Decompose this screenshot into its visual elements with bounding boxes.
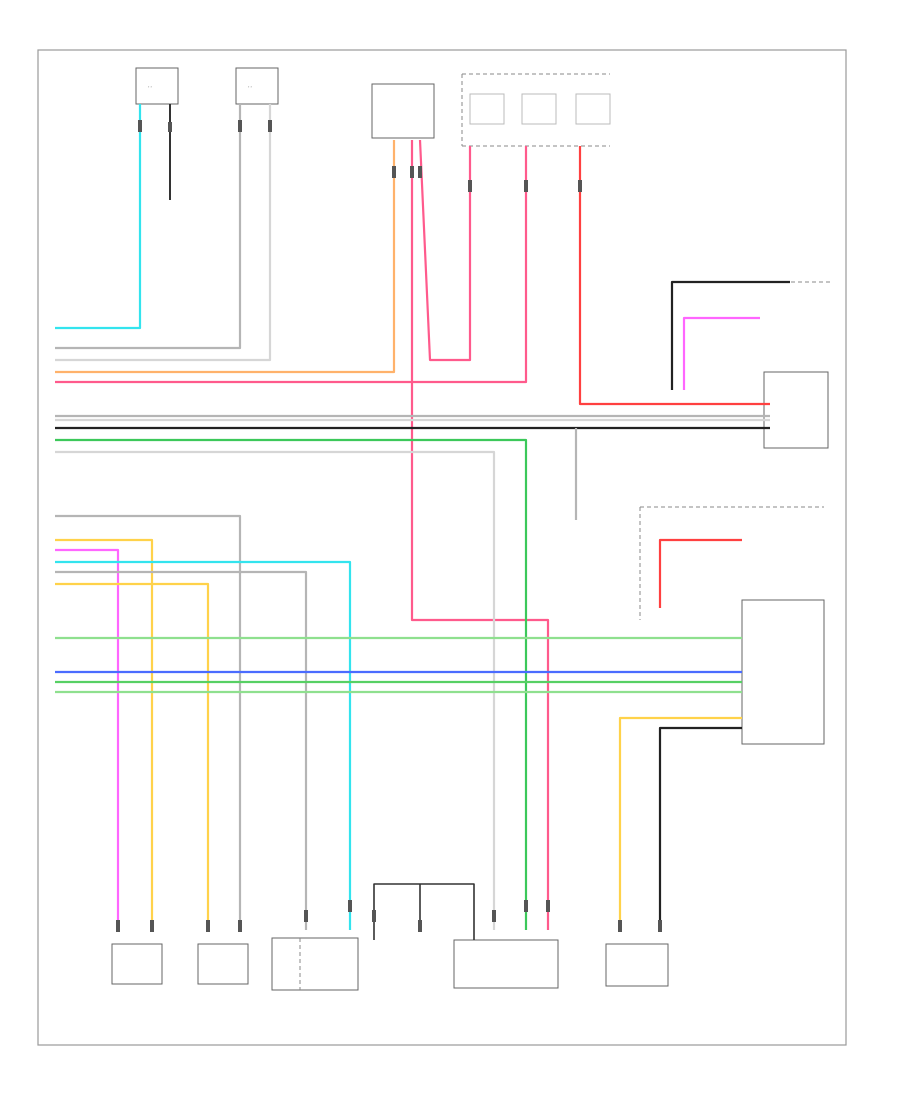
wire-red-module <box>658 538 742 608</box>
connector-pin <box>492 910 496 922</box>
wire-black-br <box>658 726 742 930</box>
connector-pin <box>524 180 528 192</box>
bottom-module-1 <box>111 943 163 985</box>
connector-pin <box>238 920 242 932</box>
connector-pin <box>206 920 210 932</box>
connector-pin <box>418 920 422 932</box>
wire-orange <box>55 140 396 374</box>
wire-gray-bl-2 <box>55 570 308 930</box>
connector-pin <box>658 920 662 932</box>
connector-pin <box>348 900 352 912</box>
fuse-block-left <box>371 83 435 139</box>
wire-yellow-bl-2 <box>55 582 210 930</box>
fuse-block-right <box>461 73 611 147</box>
right-lower-module <box>639 506 825 745</box>
bottom-module-3 <box>271 937 359 991</box>
wire-yellow-br <box>618 716 742 930</box>
connector-pin <box>238 120 242 132</box>
ground-stub-top <box>168 104 172 200</box>
connector-pin <box>546 900 550 912</box>
wire-pink-main <box>410 140 550 930</box>
wire-gray-a <box>55 104 242 350</box>
connector-pin <box>116 920 120 932</box>
connector-pin <box>304 910 308 922</box>
diagram-border <box>37 49 847 1046</box>
bottom-module-5 <box>605 943 669 987</box>
connector-pins <box>116 120 662 932</box>
connector-pin <box>372 910 376 922</box>
right-upper-module <box>671 281 830 449</box>
wire-pink-feed <box>55 146 528 384</box>
wire-violet-right <box>682 316 760 390</box>
wire-black-right <box>670 280 790 390</box>
bottom-module-4 <box>453 939 559 989</box>
connector-pin <box>578 180 582 192</box>
wire-gray-bl <box>55 514 242 930</box>
svg-text:‹ ›: ‹ › <box>248 84 252 89</box>
top-left-sensor-2: ‹ › <box>235 67 279 105</box>
connector-pin <box>392 166 396 178</box>
wire-pink-loop <box>418 139 472 362</box>
connector-pin <box>618 920 622 932</box>
wire-red-right <box>578 146 770 406</box>
svg-text:‹ ›: ‹ › <box>148 84 152 89</box>
wire-group <box>55 104 790 930</box>
ground-bracket-bottom <box>373 883 475 940</box>
wire-gray-b <box>55 104 272 362</box>
connector-pin <box>150 920 154 932</box>
connector-pin <box>410 166 414 178</box>
wire-green-bus <box>55 438 528 930</box>
wire-violet-bl <box>55 548 120 930</box>
connector-pin <box>418 166 422 178</box>
connector-pin <box>268 120 272 132</box>
wire-lt-blu-top <box>55 104 142 330</box>
connector-pin <box>468 180 472 192</box>
wire-yellow-bl <box>55 538 154 930</box>
wire-lt-blu-bl <box>55 560 352 930</box>
connector-pin <box>138 120 142 132</box>
connector-pin <box>524 900 528 912</box>
top-left-sensor-1: ‹ › <box>135 67 179 105</box>
wire-gray-down <box>55 450 496 930</box>
bottom-module-2 <box>197 943 249 985</box>
